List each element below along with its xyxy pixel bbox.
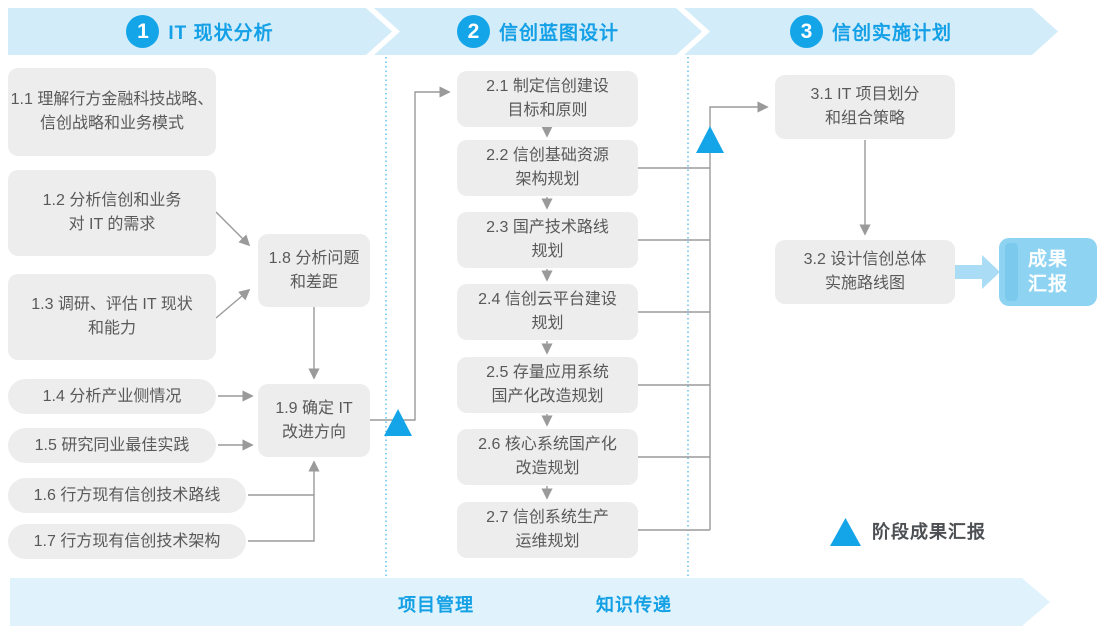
step-1-2: 1.2 分析信创和业务 对 IT 的需求 — [8, 170, 216, 256]
phase-3-banner: 3 信创实施计划 — [684, 8, 1058, 55]
legend-milestone-triangle-icon — [830, 518, 861, 546]
step-2-2: 2.2 信创基础资源 架构规划 — [457, 140, 638, 196]
step-1-9: 1.9 确定 IT 改进方向 — [258, 384, 370, 457]
step-1-1: 1.1 理解行方金融科技战略、 信创战略和业务模式 — [8, 68, 216, 156]
legend-milestone-label: 阶段成果汇报 — [872, 522, 986, 542]
step-1-8: 1.8 分析问题 和差距 — [258, 234, 370, 307]
step-1-4: 1.4 分析产业侧情况 — [8, 379, 216, 414]
step-1-7: 1.7 行方现有信创技术架构 — [8, 524, 246, 559]
footer-knowledge-transfer-label: 知识传递 — [596, 595, 672, 615]
milestone-triangle-phase2-icon — [696, 126, 724, 153]
phase-3-title: 信创实施计划 — [831, 23, 952, 44]
milestone-triangle-phase1-icon — [384, 409, 412, 436]
result-report-box: 成果 汇报 — [999, 238, 1097, 306]
phase-2-banner: 2 信创蓝图设计 — [374, 8, 702, 55]
step-2-4: 2.4 信创云平台建设 规划 — [457, 284, 638, 340]
step-1-5: 1.5 研究同业最佳实践 — [8, 428, 216, 463]
phase-1-title: IT 现状分析 — [168, 23, 274, 44]
step-3-2: 3.2 设计信创总体 实施路线图 — [775, 240, 955, 304]
result-report-label: 成果 汇报 — [1027, 249, 1068, 295]
step-3-1: 3.1 IT 项目划分 和组合策略 — [775, 75, 955, 139]
step-1-6: 1.6 行方现有信创技术路线 — [8, 478, 246, 513]
footer-banner — [10, 578, 1050, 626]
phase-1-number-badge: 1 — [126, 15, 159, 48]
phase-2-title: 信创蓝图设计 — [498, 23, 619, 44]
step-2-3: 2.3 国产技术路线 规划 — [457, 212, 638, 268]
step-2-6: 2.6 核心系统国产化 改造规划 — [457, 429, 638, 485]
footer-project-management-label: 项目管理 — [398, 595, 474, 615]
step-2-5: 2.5 存量应用系统 国产化改造规划 — [457, 357, 638, 413]
phase-2-number-badge: 2 — [457, 15, 490, 48]
phase-1-banner: 1 IT 现状分析 — [8, 8, 392, 55]
result-arrow-icon — [955, 255, 1000, 289]
step-2-1: 2.1 制定信创建设 目标和原则 — [457, 71, 638, 127]
step-2-7: 2.7 信创系统生产 运维规划 — [457, 502, 638, 558]
phase-3-number-badge: 3 — [790, 15, 823, 48]
step-1-3: 1.3 调研、评估 IT 现状 和能力 — [8, 274, 216, 360]
